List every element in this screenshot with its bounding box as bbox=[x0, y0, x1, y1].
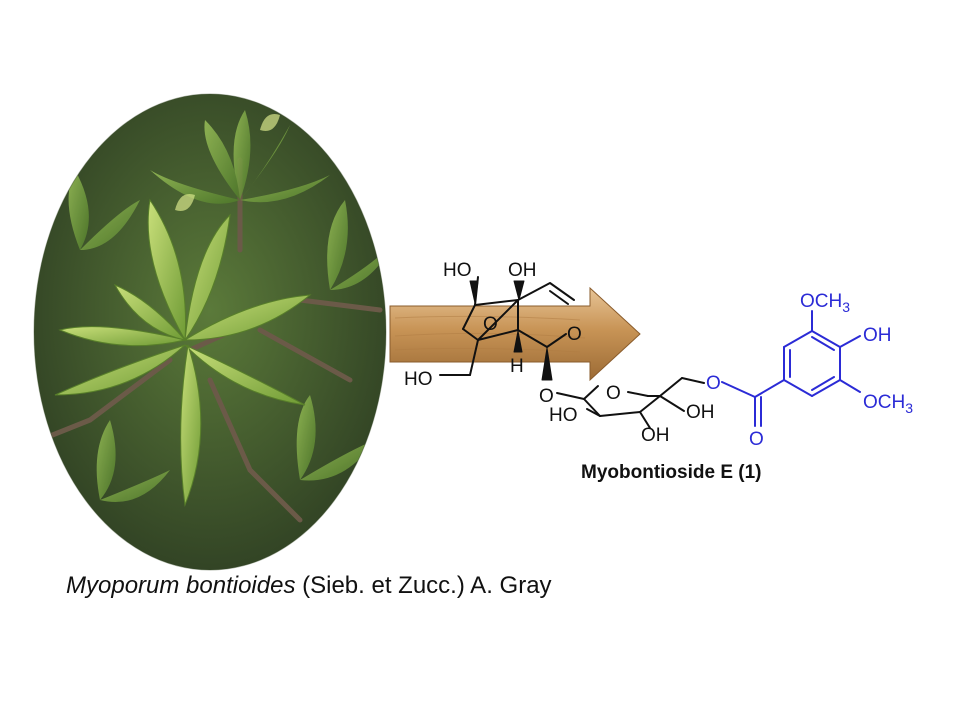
label-sugar-ring-o: O bbox=[606, 383, 621, 404]
compound-name: Myobontioside E (1) bbox=[581, 462, 762, 483]
plant-photo bbox=[34, 94, 386, 570]
glucose-bonds bbox=[556, 377, 705, 429]
label-och3-top: OCH3 bbox=[800, 291, 850, 315]
label-sugar-ho: HO bbox=[549, 405, 578, 426]
gallate-ester-bonds bbox=[721, 310, 861, 427]
atom-labels: HO OH O O H HO O O HO OH OH O O OCH3 OH … bbox=[404, 260, 913, 450]
wedge-bond-glyco bbox=[541, 347, 553, 381]
label-h: H bbox=[510, 356, 524, 377]
label-glyco-o: O bbox=[539, 386, 554, 407]
label-oh-para: OH bbox=[863, 325, 892, 346]
species-caption: Myoporum bontioides (Sieb. et Zucc.) A. … bbox=[66, 572, 552, 600]
label-ester-o: O bbox=[706, 373, 721, 394]
transformation-arrow bbox=[389, 286, 641, 382]
species-name: Myoporum bontioides bbox=[66, 572, 296, 599]
label-oh-top: OH bbox=[508, 260, 537, 281]
label-sugar-oh-c4: OH bbox=[686, 402, 715, 423]
label-epoxide-o: O bbox=[483, 314, 498, 335]
label-sugar-oh-c3: OH bbox=[641, 425, 670, 446]
wedge-bond-oh bbox=[513, 280, 525, 301]
wedge-bond-ho bbox=[469, 280, 479, 304]
label-carbonyl-o: O bbox=[749, 429, 764, 450]
label-pyran-o: O bbox=[567, 324, 582, 345]
label-och3-bottom: OCH3 bbox=[863, 392, 913, 416]
species-authority: (Sieb. et Zucc.) A. Gray bbox=[302, 572, 552, 599]
label-ho-top: HO bbox=[443, 260, 472, 281]
label-ho-side: HO bbox=[404, 369, 433, 390]
wedge-bond-h bbox=[513, 330, 523, 353]
chemical-structure bbox=[439, 276, 861, 429]
